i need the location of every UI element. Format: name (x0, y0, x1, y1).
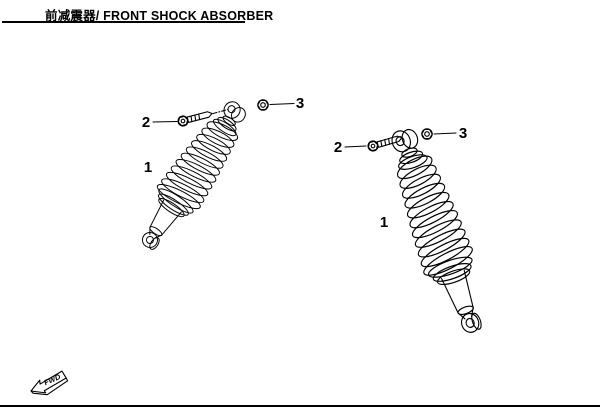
right-callout-2: 2 (334, 139, 342, 156)
left-callout2-leader (152, 120, 178, 123)
title-underline (2, 21, 245, 23)
left-callout-1: 1 (144, 159, 152, 176)
page-title: 前减震器/ FRONT SHOCK ABSORBER (45, 9, 274, 23)
left-callout-3: 3 (296, 95, 304, 112)
left-bolt-drawing (176, 108, 214, 128)
fwd-direction-arrow-icon: FWD (30, 370, 69, 396)
left-callout3-leader (269, 102, 295, 106)
right-nut-drawing (421, 128, 433, 140)
right-bolt-drawing (366, 132, 404, 153)
fwd-label: FWD (43, 372, 63, 387)
left-callout-2: 2 (142, 114, 150, 131)
right-callout2-leader (344, 145, 367, 148)
right-callout-1: 1 (380, 214, 388, 231)
right-callout-3: 3 (459, 125, 467, 142)
page-bottom-rule (0, 405, 600, 407)
left-bolt-axis-line (212, 108, 229, 115)
right-callout3-leader (433, 132, 457, 135)
right-shock-absorber-drawing (374, 120, 500, 342)
left-nut-drawing (257, 99, 269, 111)
